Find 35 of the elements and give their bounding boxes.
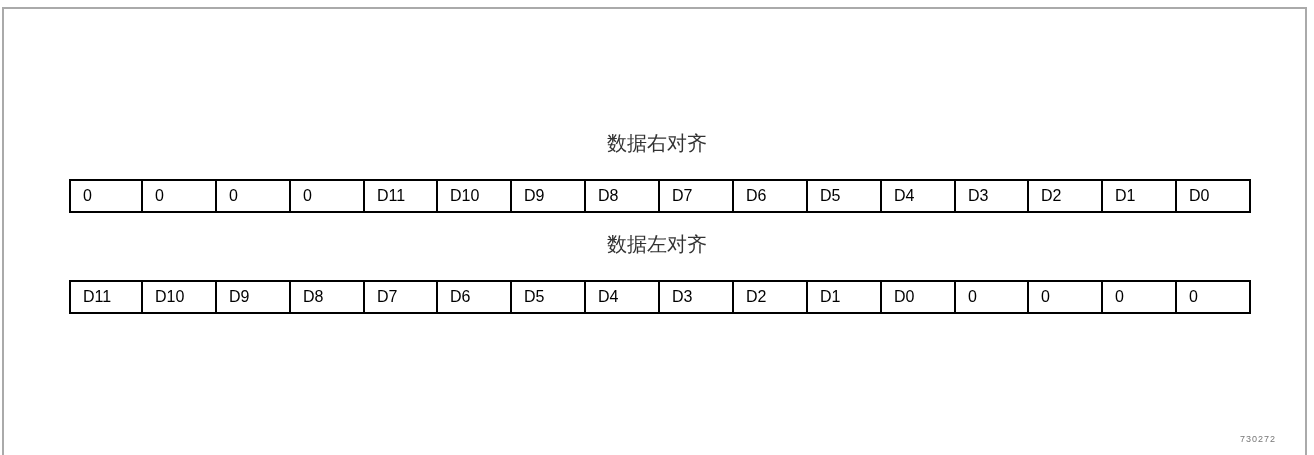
bit-cell: D0 — [880, 280, 956, 314]
bit-cell: D2 — [1027, 179, 1103, 213]
bit-cell: D9 — [215, 280, 291, 314]
bit-cell: D6 — [732, 179, 808, 213]
bit-cell: 0 — [1027, 280, 1103, 314]
bit-cell: D1 — [1101, 179, 1177, 213]
bit-cell: D4 — [880, 179, 956, 213]
bit-cell: D10 — [436, 179, 512, 213]
bit-cell: D5 — [806, 179, 882, 213]
bit-cell: D1 — [806, 280, 882, 314]
bit-cell: 0 — [215, 179, 291, 213]
bit-cell: D0 — [1175, 179, 1251, 213]
bit-cell: D10 — [141, 280, 217, 314]
bit-cell: D9 — [510, 179, 586, 213]
bit-cell: D11 — [363, 179, 438, 213]
bit-cell: D3 — [658, 280, 734, 314]
bit-cell: D5 — [510, 280, 586, 314]
bit-cell: D7 — [363, 280, 438, 314]
row-title: 数据左对齐 — [607, 232, 707, 257]
bit-cell: 0 — [1175, 280, 1251, 314]
row-title: 数据右对齐 — [607, 131, 707, 156]
bit-cell: D8 — [289, 280, 365, 314]
bit-cell: D6 — [436, 280, 512, 314]
bit-cell: 0 — [69, 179, 143, 213]
figure-number: 730272 — [1239, 434, 1276, 444]
bit-cell: 0 — [141, 179, 217, 213]
bit-cell: D8 — [584, 179, 660, 213]
bit-cell: 0 — [954, 280, 1029, 314]
bit-cell: D2 — [732, 280, 808, 314]
bit-cell: D7 — [658, 179, 734, 213]
bit-cell: D3 — [954, 179, 1029, 213]
bit-cell: 0 — [1101, 280, 1177, 314]
bit-cell: D4 — [584, 280, 660, 314]
bit-cell: 0 — [289, 179, 365, 213]
bit-cell: D11 — [69, 280, 143, 314]
